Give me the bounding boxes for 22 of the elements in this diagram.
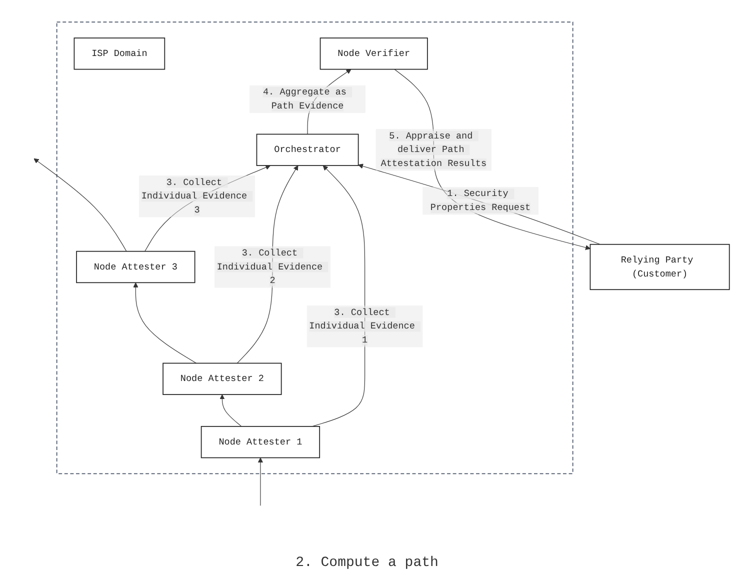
arrow — [133, 282, 197, 364]
arrow — [258, 458, 263, 506]
arrow — [358, 164, 601, 245]
cluster — [56, 22, 574, 474]
node-box: ISP Domain — [74, 38, 166, 70]
arrow — [394, 69, 590, 250]
node-box: Node Attester 3 — [76, 250, 196, 284]
node-box: Orchestrator — [256, 134, 359, 166]
edge-label: 1. Security Properties Request — [430, 188, 531, 214]
note-text: 2. Compute a path — [296, 555, 438, 571]
arrow — [312, 165, 366, 427]
arrow — [34, 158, 127, 252]
node-box: Node Attester 2 — [162, 362, 282, 395]
node-box: Node Verifier — [320, 38, 428, 70]
node-box: Node Attester 1 — [200, 426, 320, 458]
edge-label: 3. Collect Individual Evidence 2 — [216, 248, 323, 286]
edge-label: 3. Collect Individual Evidence 3 — [141, 177, 248, 216]
edge-label: 5. Appraise and deliver Path Attestation Results — [380, 130, 487, 170]
arrow — [220, 394, 242, 427]
node-box: Relying Party (Customer) — [590, 244, 730, 290]
edge-label: 3. Collect Individual Evidence 1 — [309, 307, 415, 346]
edge-label: 4. Aggregate as Path Evidence — [262, 86, 346, 112]
